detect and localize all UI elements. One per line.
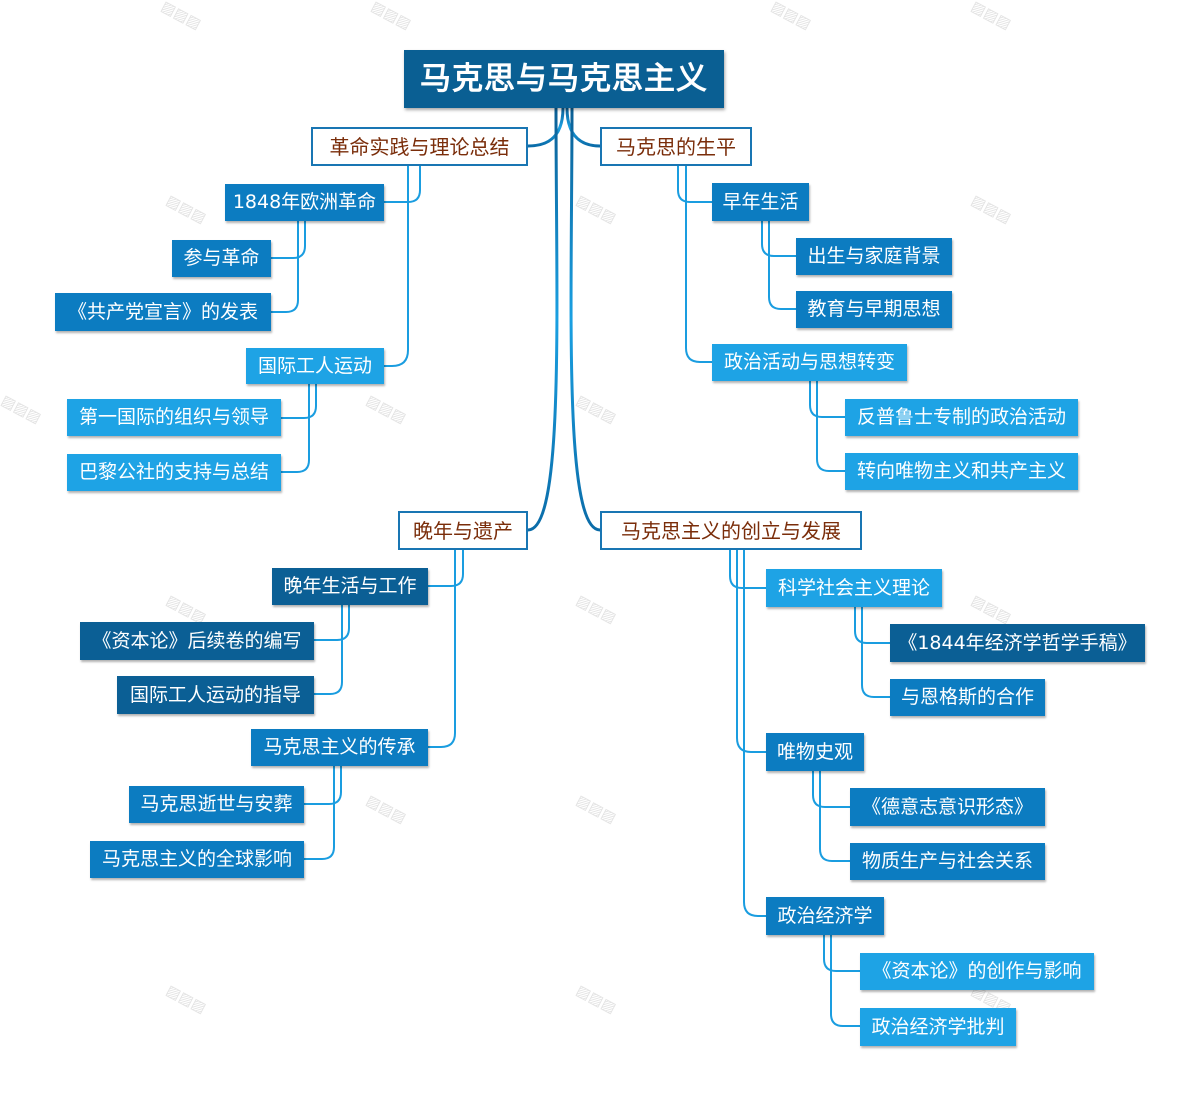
topic-cooperation-engels[interactable]: 与恩格斯的合作 — [890, 679, 1045, 716]
topic-anti-prussian[interactable]: 反普鲁士专制的政治活动 — [845, 399, 1078, 436]
topic-turn-to-materialism[interactable]: 转向唯物主义和共产主义 — [845, 453, 1078, 490]
topic-marxism-inheritance[interactable]: 马克思主义的传承 — [251, 729, 428, 766]
topic-1844-manuscripts[interactable]: 《1844年经济学哲学手稿》 — [890, 624, 1145, 662]
topic-global-influence[interactable]: 马克思主义的全球影响 — [90, 841, 304, 878]
topic-intl-labor-movement[interactable]: 国际工人运动 — [246, 348, 384, 384]
topic-material-production[interactable]: 物质生产与社会关系 — [850, 843, 1045, 880]
topic-guide-labor-movement[interactable]: 国际工人运动的指导 — [117, 676, 314, 714]
topic-capital-creation[interactable]: 《资本论》的创作与影响 — [860, 953, 1094, 990]
topic-political-activity[interactable]: 政治活动与思想转变 — [712, 344, 907, 381]
topic-paris-commune[interactable]: 巴黎公社的支持与总结 — [67, 454, 281, 491]
topic-communist-manifesto[interactable]: 《共产党宣言》的发表 — [55, 293, 271, 331]
topic-critique-political-economy[interactable]: 政治经济学批判 — [860, 1008, 1016, 1046]
branch-founding-development[interactable]: 马克思主义的创立与发展 — [600, 511, 862, 550]
central-topic[interactable]: 马克思与马克思主义 — [404, 50, 724, 108]
topic-german-ideology[interactable]: 《德意志意识形态》 — [850, 788, 1045, 826]
connector-root-later — [527, 107, 559, 532]
connector-root-founding — [569, 107, 601, 532]
branch-revolution-practice[interactable]: 革命实践与理论总结 — [311, 127, 528, 166]
topic-education-early-thought[interactable]: 教育与早期思想 — [796, 291, 952, 328]
connector-root-revolution — [527, 107, 565, 148]
topic-historical-materialism[interactable]: 唯物史观 — [766, 733, 864, 771]
connector-root-life — [565, 107, 601, 148]
topic-first-international[interactable]: 第一国际的组织与领导 — [67, 399, 281, 436]
topic-later-life-work[interactable]: 晚年生活与工作 — [272, 568, 428, 605]
topic-early-life[interactable]: 早年生活 — [712, 183, 809, 221]
topic-capital-later-volumes[interactable]: 《资本论》后续卷的编写 — [80, 622, 314, 660]
topic-birth-family[interactable]: 出生与家庭背景 — [796, 238, 952, 275]
topic-political-economy[interactable]: 政治经济学 — [766, 897, 884, 935]
topic-scientific-socialism[interactable]: 科学社会主义理论 — [766, 569, 942, 607]
topic-1848-revolution[interactable]: 1848年欧洲革命 — [225, 184, 384, 221]
topic-death-burial[interactable]: 马克思逝世与安葬 — [129, 786, 304, 823]
topic-join-revolution[interactable]: 参与革命 — [172, 240, 271, 277]
branch-later-years[interactable]: 晚年与遗产 — [398, 511, 528, 550]
branch-marx-life[interactable]: 马克思的生平 — [600, 127, 752, 166]
